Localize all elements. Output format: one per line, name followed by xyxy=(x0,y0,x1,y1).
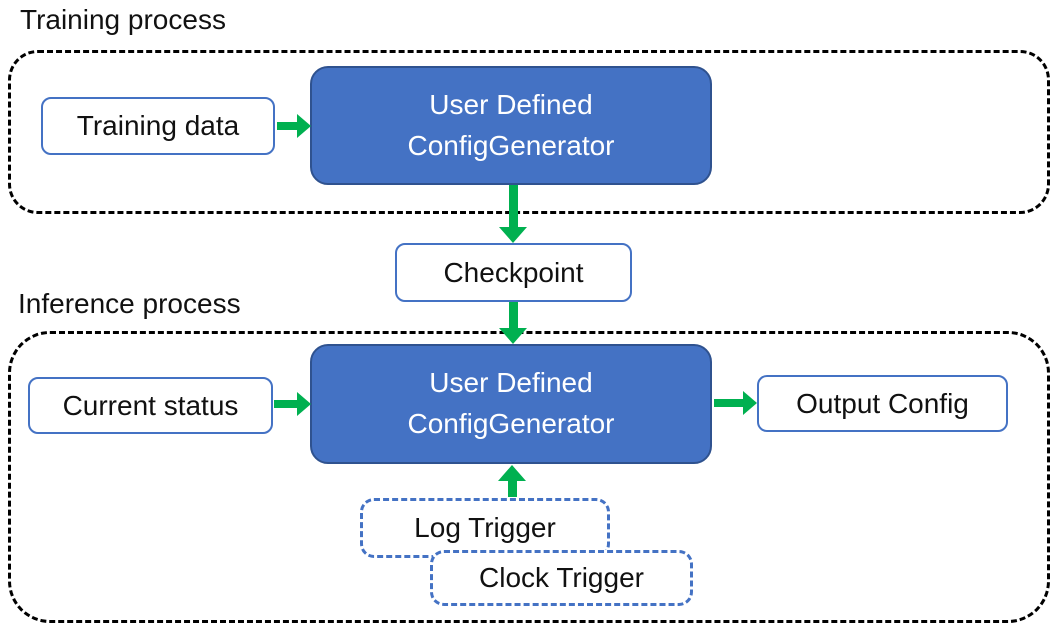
arrow-shaft xyxy=(277,122,298,130)
arrow-head xyxy=(499,227,527,243)
training-data-box: Training data xyxy=(41,97,275,155)
training-process-title: Training process xyxy=(20,4,226,35)
training-generator-label-line1: User Defined xyxy=(429,88,593,120)
arrow-generator-to-output-icon xyxy=(714,391,757,415)
arrow-head xyxy=(499,328,527,344)
arrow-training-data-to-generator-icon xyxy=(277,114,311,138)
arrow-triggers-to-generator-icon xyxy=(498,465,526,497)
checkpoint-label: Checkpoint xyxy=(443,256,584,288)
arrow-head xyxy=(297,392,311,416)
current-status-label: Current status xyxy=(62,389,239,421)
log-trigger-box: Log Trigger xyxy=(360,498,610,558)
inference-generator-label-line1: User Defined xyxy=(429,367,593,399)
arrow-current-status-to-generator-icon xyxy=(274,392,311,416)
arrow-shaft xyxy=(509,302,518,330)
inference-generator-label-line2: ConfigGenerator xyxy=(407,408,615,439)
training-process-region xyxy=(8,50,1050,214)
output-config-box: Output Config xyxy=(757,375,1008,432)
training-data-label: Training data xyxy=(76,110,240,141)
training-generator-label-line2: ConfigGenerator xyxy=(407,129,615,161)
arrow-head xyxy=(498,465,526,481)
inference-process-title: Inference process xyxy=(18,288,241,319)
arrow-checkpoint-to-generator-icon xyxy=(499,302,527,344)
inference-process-region xyxy=(8,331,1050,623)
arrow-generator-to-checkpoint-icon xyxy=(499,185,527,243)
log-trigger-label: Log Trigger xyxy=(414,512,556,543)
arrow-shaft xyxy=(509,185,518,229)
inference-config-generator-node: User Defined ConfigGenerator xyxy=(310,344,712,464)
clock-trigger-label: Clock Trigger xyxy=(479,562,644,593)
arrow-shaft xyxy=(274,400,298,408)
current-status-box: Current status xyxy=(28,377,273,434)
training-config-generator-node: User Defined ConfigGenerator xyxy=(310,66,712,185)
arrow-shaft xyxy=(714,399,744,407)
arrow-shaft xyxy=(508,479,517,497)
output-config-label: Output Config xyxy=(796,387,969,419)
arrow-head xyxy=(297,114,311,138)
checkpoint-box: Checkpoint xyxy=(395,243,632,302)
arrow-head xyxy=(743,391,757,415)
clock-trigger-box: Clock Trigger xyxy=(430,550,693,606)
